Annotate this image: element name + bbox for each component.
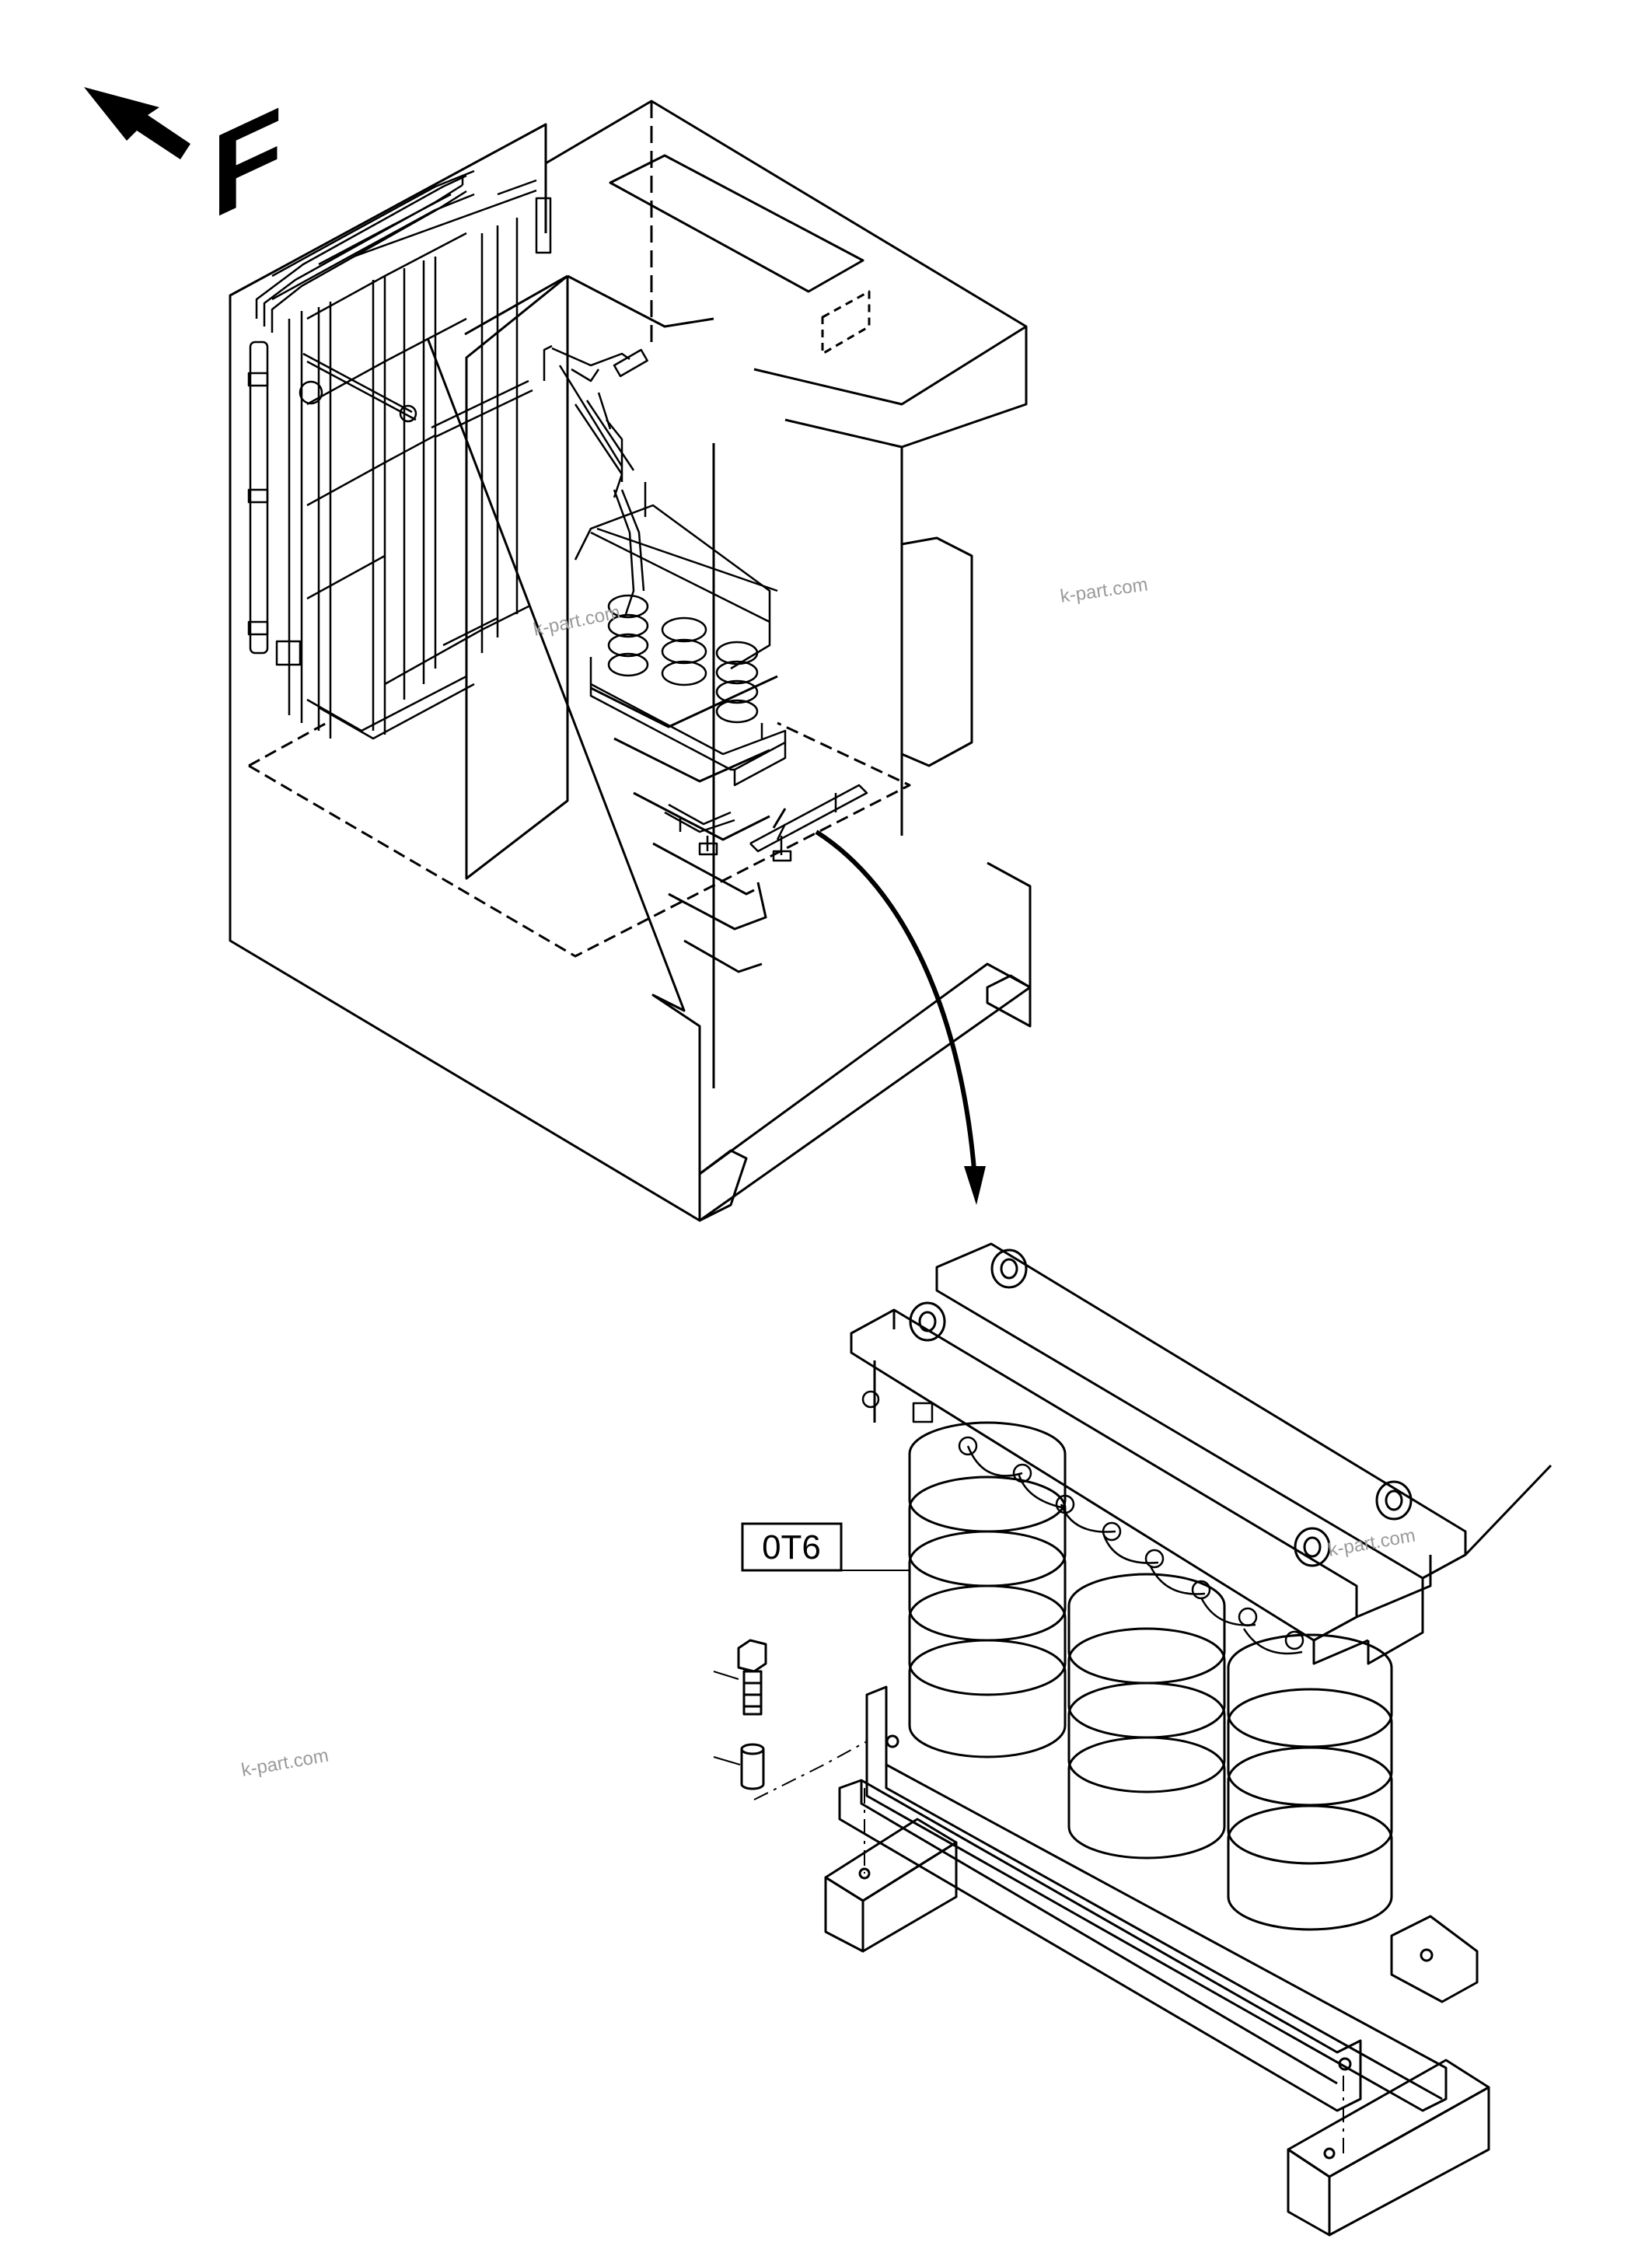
cabinet-left-wall [229,123,547,898]
top-access-panel [609,154,864,293]
part-callout-0T6[interactable]: 0T6 [741,1522,843,1572]
part-callout-label: 0T6 [762,1528,821,1566]
front-direction-label: F [211,81,283,244]
cabinet-assembly [229,100,1032,1222]
floor-dashed-outline [248,721,911,958]
detail-callout-arrow [815,829,986,1205]
cabinet-base-outline [229,861,1032,1222]
terminal-leads [861,1390,1304,1655]
cabinet-foot-front [698,1149,748,1222]
coil-stack-right [1227,1633,1393,1931]
cabinet-foot-right [986,974,1032,1028]
top-vent-panel [821,290,871,355]
spacer-sleeve [740,1743,765,1790]
cabinet-top-outline [545,100,1028,449]
watermarks: k-part.com k-part.com k-part.com k-part.… [239,574,1416,1780]
interior-steps [590,675,778,973]
front-cutaway-edge [465,274,569,880]
base-rail-rear [865,1685,1448,2112]
upper-frame-beam-rear [935,1242,1467,1580]
watermark-4: k-part.com [239,1745,330,1781]
coil-stack-left [908,1421,1067,1758]
upper-frame-beam-front [850,1308,1358,1642]
base-rail-right-flange [1390,1915,1479,2003]
front-arrow-icon [84,87,190,159]
transformer-detail [713,1242,1552,2237]
lifting-eye-bolts [909,1248,1413,1567]
hex-bolt [737,1639,767,1716]
upper-pipes [255,174,553,438]
support-block-right [1287,2059,1490,2237]
base-rail-lower [838,1779,1362,2112]
transformer-installed-small [574,489,787,787]
watermark-1: k-part.com [1059,574,1149,607]
upper-clamp-parts [551,347,648,517]
left-frame-rails [247,169,529,740]
floor-brackets [664,784,868,862]
alignment-lines [753,1741,1344,2153]
coil-stack-middle [1067,1573,1226,1860]
support-block-left [824,1818,958,1953]
watermark-2: k-part.com [532,602,622,641]
cabinet-right-block [901,536,973,767]
front-direction-indicator: F [84,81,283,244]
